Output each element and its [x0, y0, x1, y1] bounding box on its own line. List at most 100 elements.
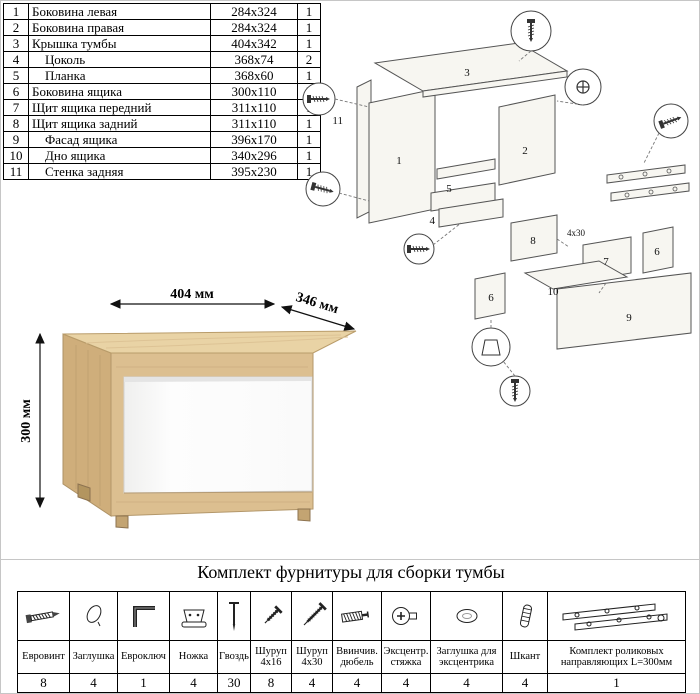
hardware-icon-cell	[117, 591, 170, 641]
part-number: 5	[3, 67, 29, 84]
hardware-name: Ножка	[169, 640, 218, 674]
part-number: 10	[3, 147, 29, 164]
hardware-name: Шуруп 4х30	[291, 640, 333, 674]
cam-lock-icon	[576, 80, 590, 94]
hardware-name: Евровинт	[17, 640, 70, 674]
foot-icon	[481, 339, 501, 356]
part-number: 1	[3, 3, 29, 20]
part-size: 396х170	[210, 131, 298, 148]
hardware-qty: 4	[291, 673, 333, 693]
width-dimension-label: 404 мм	[170, 287, 214, 302]
diagram-label: 11	[332, 115, 343, 127]
hardware-name: Эксцентр. стяжка	[381, 640, 431, 674]
part-size: 368х60	[210, 67, 298, 84]
drawer-slide-rail	[606, 164, 686, 184]
part-number: 2	[3, 19, 29, 36]
part-name: Планка	[28, 67, 211, 84]
diagram-label: 6	[488, 292, 494, 304]
part-size: 311х110	[210, 115, 298, 132]
part-name: Щит ящика передний	[28, 99, 211, 116]
hardware-icon-cell	[169, 591, 218, 641]
hardware-qty: 30	[217, 673, 251, 693]
cabinet-foot	[297, 508, 311, 522]
drawer-front	[123, 376, 313, 494]
diagram-drawer-bottom	[523, 260, 629, 290]
screw-4x30-icon	[303, 602, 327, 626]
part-name: Дно ящика	[28, 147, 211, 164]
hardware-icon-cell	[291, 591, 333, 641]
hardware-icon-cell	[332, 591, 382, 641]
diagram-drawer-side	[642, 226, 674, 274]
detail-circle	[471, 327, 511, 367]
screw-4x16-icon	[264, 605, 283, 624]
part-qty: 1	[297, 67, 321, 84]
section-divider	[1, 559, 699, 560]
hardware-name: Ввинчив. дюбель	[332, 640, 382, 674]
hardware-icon-cell	[69, 591, 118, 641]
hardware-table: Евровинт Заглушка Евроключ Ножка Гвоздь …	[17, 591, 686, 693]
hardware-icon-cell	[17, 591, 70, 641]
diagram-label: 5	[446, 183, 452, 195]
diagram-label: 10	[548, 286, 560, 298]
part-number: 4	[3, 51, 29, 68]
cam-lock-icon	[392, 607, 417, 625]
diagram-label: 3	[464, 67, 470, 79]
diagram-label: 8	[530, 235, 536, 247]
diagram-plinth	[438, 198, 504, 228]
hardware-icon-cell	[430, 591, 503, 641]
part-size: 284х324	[210, 3, 298, 20]
diagram-drawer-back	[510, 214, 558, 262]
hardware-icon-cell	[547, 591, 686, 641]
hardware-qty: 4	[169, 673, 218, 693]
cabinet-render: 404 мм 346 мм 300 мм	[19, 287, 357, 529]
part-size: 300х110	[210, 83, 298, 100]
part-name: Крышка тумбы	[28, 35, 211, 52]
hardware-name: Гвоздь	[217, 640, 251, 674]
diagram-label: 7	[603, 256, 609, 268]
hardware-qty: 4	[69, 673, 118, 693]
hardware-icons-row	[17, 591, 686, 641]
hardware-qty: 4	[381, 673, 431, 693]
hardware-name: Заглушка	[69, 640, 118, 674]
cabinet-foot	[77, 483, 91, 502]
part-name: Щит ящика задний	[28, 115, 211, 132]
hardware-qty: 1	[547, 673, 686, 693]
part-number: 8	[3, 115, 29, 132]
nail-icon	[229, 602, 239, 631]
diagram-facade	[556, 272, 692, 350]
height-dimension-label: 300 мм	[19, 399, 34, 443]
diagram-left-side	[368, 88, 436, 224]
hardware-icon-cell	[217, 591, 251, 641]
diagram-label: 9	[626, 312, 632, 324]
hardware-title: Комплект фурнитуры для сборки тумбы	[197, 562, 505, 582]
cap-icon	[86, 605, 101, 627]
exploded-assembly-diagram: 11 1 3 2 5 4 8 6 7 10 6 9 4х30	[302, 10, 692, 407]
part-size: 368х74	[210, 51, 298, 68]
part-size: 404х342	[210, 35, 298, 52]
hardware-qty: 8	[250, 673, 292, 693]
part-number: 7	[3, 99, 29, 116]
hardware-name: Заглушка для эксцентрика	[430, 640, 503, 674]
part-number: 11	[3, 163, 29, 180]
part-name: Фасад ящика	[28, 131, 211, 148]
hardware-qty: 4	[332, 673, 382, 693]
part-name: Боковина ящика	[28, 83, 211, 100]
cabinet-foot	[115, 515, 129, 529]
dowel-icon	[519, 604, 533, 628]
diagram-label: 2	[522, 145, 528, 157]
part-number: 3	[3, 35, 29, 52]
hardware-qty: 4	[502, 673, 548, 693]
diagram-drawer-side	[474, 272, 506, 320]
part-number: 9	[3, 131, 29, 148]
cam-cap-icon	[456, 609, 477, 623]
hardware-qtys-row: 8 4 1 4 30 8 4 4 4 4 4 1	[17, 673, 686, 693]
